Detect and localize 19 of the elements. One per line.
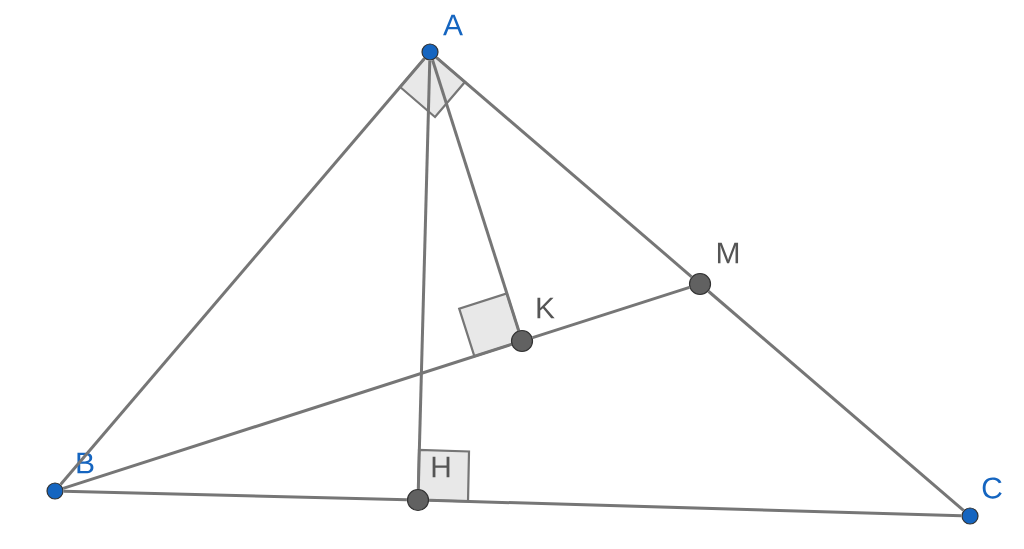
line-segment (431, 59, 521, 331)
line-segment (63, 489, 407, 502)
point: K (510, 297, 555, 353)
line-segment (62, 342, 512, 490)
node-label: A (443, 14, 463, 36)
line-segment (707, 290, 965, 512)
point: M (688, 242, 739, 296)
node-label: C (982, 477, 1002, 499)
line-segment (59, 57, 426, 486)
point: A (421, 14, 463, 61)
line-segment (416, 60, 432, 489)
point: C (961, 477, 1002, 525)
line-segment (532, 285, 690, 340)
line-segment (435, 56, 693, 278)
point: H (406, 456, 450, 512)
line-segment (429, 498, 962, 518)
node-label: H (432, 456, 450, 478)
node-label: M (717, 242, 739, 264)
node-label: K (537, 297, 555, 319)
